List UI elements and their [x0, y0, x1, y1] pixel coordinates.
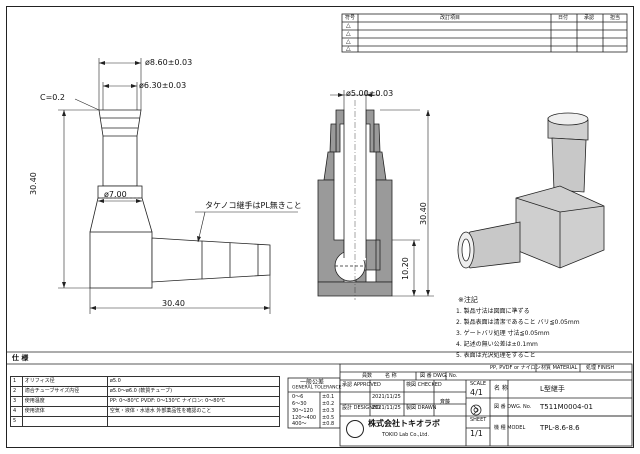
tolerance-range: 120～400: [292, 415, 317, 421]
tolerance-range: 0～6: [292, 394, 304, 400]
spec-label: 使用温度: [21, 396, 108, 407]
rev-row-mark: △: [346, 38, 351, 45]
rev-header-staff: 担当: [610, 15, 621, 21]
callout-note: タケノコ継手はPL無きこと: [205, 201, 302, 210]
spec-title: 仕 様: [12, 354, 29, 362]
company-logo: [346, 420, 364, 438]
spec-no: 5: [10, 416, 23, 427]
rev-header-date: 日付: [558, 15, 569, 21]
rev-row-mark: △: [346, 30, 351, 37]
dwg-no: T511M0004-01: [540, 403, 593, 411]
dim-d-mid: ø7.00: [104, 190, 127, 199]
name-label: 名 称: [385, 373, 397, 379]
spec-no: 3: [10, 396, 23, 407]
dim-chamfer: C=0.2: [40, 93, 66, 102]
date-value: 2021/11/25: [372, 405, 401, 411]
scale-label: SCALE: [470, 381, 487, 387]
tolerance-range: 6～30: [292, 401, 307, 407]
note-item: 2. 製品表面は清潔であること バリ≦0.05mm: [456, 319, 580, 326]
drawn-label: 製図 DRAWN: [406, 405, 437, 411]
spec-value: [106, 416, 281, 427]
spec-no: 4: [10, 406, 23, 417]
rev-header-mark: 符号: [345, 15, 356, 21]
iso-view: [457, 112, 605, 269]
part-name: L型継手: [540, 385, 565, 393]
rev-header-item: 改訂項目: [440, 15, 461, 21]
dim-d-section: ø5.00±0.03: [346, 89, 394, 98]
tolerance-range: 400～: [292, 421, 307, 427]
spec-label: [21, 416, 108, 427]
tolerance-subtitle: GENERAL TOLERANCE: [292, 385, 342, 391]
approved-label: 承認 APPROVED: [342, 382, 381, 388]
dim-height-section: 30.40: [419, 202, 428, 225]
company-name-en: TOKIO Lab Co.,Ltd.: [382, 432, 430, 438]
dim-width-bottom: 30.40: [162, 299, 185, 308]
spec-row: 5: [10, 416, 281, 427]
spec-no: 1: [10, 376, 23, 387]
rev-header-approve: 承認: [584, 15, 595, 21]
checked-label: 検図 CHECKED: [406, 382, 442, 388]
notes-title: ※注記: [458, 296, 478, 304]
rev-row-mark: △: [346, 45, 351, 52]
left-view-top-barb: [98, 109, 142, 187]
model-value: TPL-8.6-8.6: [540, 424, 580, 432]
rev-row-mark: △: [346, 22, 351, 29]
spec-no: 2: [10, 386, 23, 397]
sheet-value: 1/1: [470, 429, 483, 438]
spec-value: 空気・液体・水道水 外部薬品性を確認のこと: [106, 406, 281, 417]
spec-value: ø5.0: [106, 376, 281, 387]
company-name: 株式会社トキオラボ: [368, 419, 440, 428]
note-item: 1. 製品寸法は図面に準ずる: [456, 308, 530, 315]
note-item: 3. ゲートバリ処理 寸法≦0.05mm: [456, 330, 550, 337]
finish-label: 処理 FINISH: [586, 365, 615, 371]
drawing-frame: [6, 6, 634, 448]
dim-d-outer-top: ø8.60±0.03: [145, 58, 193, 67]
tolerance-value: ±0.3: [322, 408, 335, 414]
spec-value: PP: 0～80℃ PVDF: 0～130℃ ナイロン: 0～80℃: [106, 396, 281, 407]
sheet-label: SHEET: [470, 417, 487, 423]
model-label: 機 種 MODEL: [494, 425, 526, 431]
dim-height-lower: 10.20: [401, 257, 410, 280]
designed-label: 設計 DESIGNED: [342, 405, 380, 411]
tolerance-range: 30～120: [292, 408, 313, 414]
drw-no-label: 図 番 DWG. No.: [420, 373, 458, 379]
tolerance-value: ±0.1: [322, 394, 335, 400]
drawn-by: 斉藤: [440, 399, 451, 405]
left-view-side-barb: [151, 237, 271, 283]
tolerance-value: ±0.8: [322, 421, 335, 427]
tolerance-value: ±0.5: [322, 415, 335, 421]
note-item: 5. 表面は光沢処理をすること: [456, 352, 536, 359]
spec-label: 使用流体: [21, 406, 108, 417]
name-row-label: 名 称: [494, 385, 508, 392]
material-value: PP, PVDF or ナイロン: [490, 365, 541, 371]
dwg-no-label: 図 番 DWG. No.: [494, 404, 532, 410]
note-item: 4. 記述の無い公差は±0.1mm: [456, 341, 538, 348]
material-label: 材質 MATERIAL: [541, 365, 578, 371]
dim-d-inner-top: ø6.30±0.03: [139, 81, 187, 90]
scale-value: 4/1: [470, 388, 483, 397]
date-value: 2021/11/25: [372, 394, 401, 400]
tolerance-title: 一般公差: [300, 379, 325, 386]
qty-label: 員数: [362, 373, 373, 379]
dim-height-left: 30.40: [29, 172, 38, 195]
spec-label: 適合チューブサイズ内径: [21, 386, 108, 397]
tolerance-value: ±0.2: [322, 401, 335, 407]
left-view-body: [89, 231, 153, 289]
spec-label: オリフィス径: [21, 376, 108, 387]
section-view: [317, 100, 393, 300]
spec-value: ø5.0～ø6.0 (軟質チューブ): [106, 386, 281, 397]
